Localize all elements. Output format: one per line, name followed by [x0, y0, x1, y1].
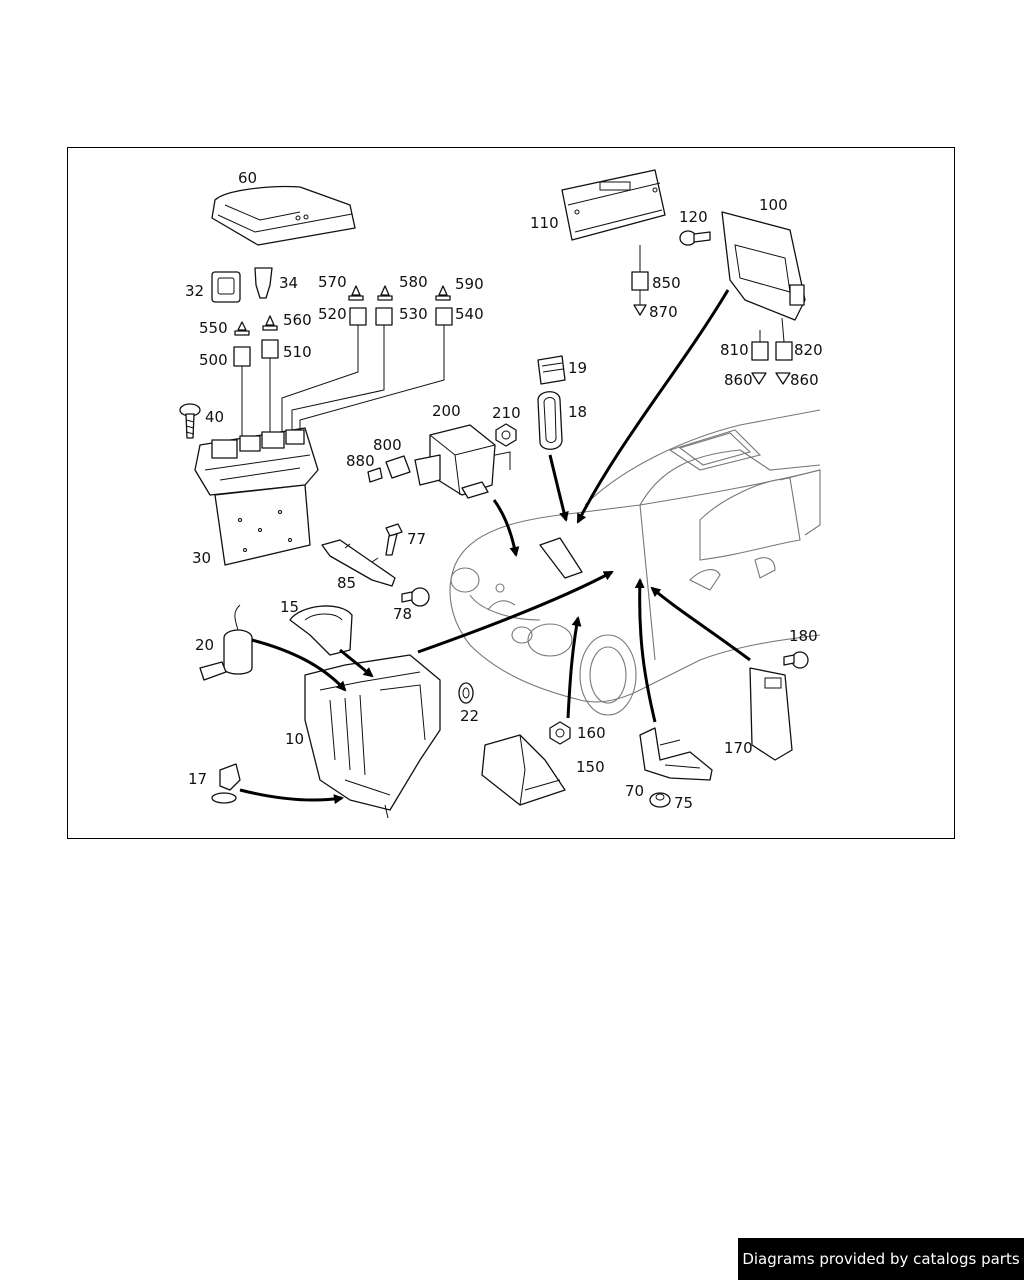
part-15-bracket	[289, 605, 353, 656]
label-19: 19	[568, 359, 587, 377]
assembly-arrows	[239, 289, 751, 805]
part-60-fuse-box-cover	[211, 185, 356, 246]
label-850: 850	[652, 274, 681, 292]
label-17: 17	[188, 770, 207, 788]
label-34: 34	[279, 274, 298, 292]
leader-lines	[241, 245, 785, 470]
part-75-clip	[649, 792, 671, 808]
part-200-relay	[414, 424, 496, 499]
part-20-pump	[199, 604, 253, 681]
part-30-fuse-box	[194, 427, 319, 566]
part-160-nut	[549, 721, 571, 745]
label-22: 22	[460, 707, 479, 725]
credit-text: Diagrams provided by catalogs parts	[742, 1250, 1020, 1268]
label-78: 78	[393, 605, 412, 623]
label-180: 180	[789, 627, 818, 645]
label-880: 880	[346, 452, 375, 470]
part-100-control-unit	[721, 211, 806, 321]
label-70: 70	[625, 782, 644, 800]
label-100: 100	[759, 196, 788, 214]
part-18-grommet	[537, 391, 563, 450]
part-180-screw	[783, 651, 809, 669]
label-15: 15	[280, 598, 299, 616]
mounted-module	[539, 537, 583, 579]
part-78-screw	[401, 587, 430, 607]
part-19-clip	[537, 355, 566, 385]
part-120-screw	[679, 230, 711, 246]
label-860-left: 860	[724, 371, 753, 389]
part-40-screw	[179, 403, 201, 439]
car-outline	[449, 409, 821, 716]
label-85: 85	[337, 574, 356, 592]
label-210: 210	[492, 404, 521, 422]
label-77: 77	[407, 530, 426, 548]
part-17-valve	[211, 763, 241, 804]
label-520: 520	[318, 305, 347, 323]
label-820: 820	[794, 341, 823, 359]
part-85-bracket	[321, 539, 396, 587]
label-18: 18	[568, 403, 587, 421]
part-800-connector	[385, 455, 411, 479]
label-500: 500	[199, 351, 228, 369]
label-860-right: 860	[790, 371, 819, 389]
label-20: 20	[195, 636, 214, 654]
part-32-relay	[211, 271, 241, 303]
part-34-fuse	[254, 267, 273, 299]
part-labels: 60 32 34 570 580 590 520 530 540 550 560…	[185, 169, 823, 812]
label-40: 40	[205, 408, 224, 426]
label-530: 530	[399, 305, 428, 323]
fuse-terminals	[233, 271, 793, 385]
label-150: 150	[576, 758, 605, 776]
label-800: 800	[373, 436, 402, 454]
label-110: 110	[530, 214, 559, 232]
label-170: 170	[724, 739, 753, 757]
label-60: 60	[238, 169, 257, 187]
label-590: 590	[455, 275, 484, 293]
label-540: 540	[455, 305, 484, 323]
part-150-cover	[481, 734, 566, 806]
part-22-grommet	[458, 682, 474, 704]
label-570: 570	[318, 273, 347, 291]
part-110-control-unit	[561, 169, 666, 241]
label-200: 200	[432, 402, 461, 420]
part-210-nut	[495, 423, 517, 447]
label-810: 810	[720, 341, 749, 359]
label-10: 10	[285, 730, 304, 748]
part-77-bolt	[385, 523, 403, 556]
part-880-terminal	[367, 467, 383, 483]
part-10-housing	[304, 654, 441, 819]
label-550: 550	[199, 319, 228, 337]
label-580: 580	[399, 273, 428, 291]
credit-badge: Diagrams provided by catalogs parts	[738, 1238, 1024, 1280]
label-120: 120	[679, 208, 708, 226]
part-70-bracket	[639, 727, 713, 781]
label-510: 510	[283, 343, 312, 361]
label-160: 160	[577, 724, 606, 742]
label-870: 870	[649, 303, 678, 321]
label-75: 75	[674, 794, 693, 812]
part-170-module	[749, 667, 793, 761]
label-30: 30	[192, 549, 211, 567]
label-32: 32	[185, 282, 204, 300]
label-560: 560	[283, 311, 312, 329]
